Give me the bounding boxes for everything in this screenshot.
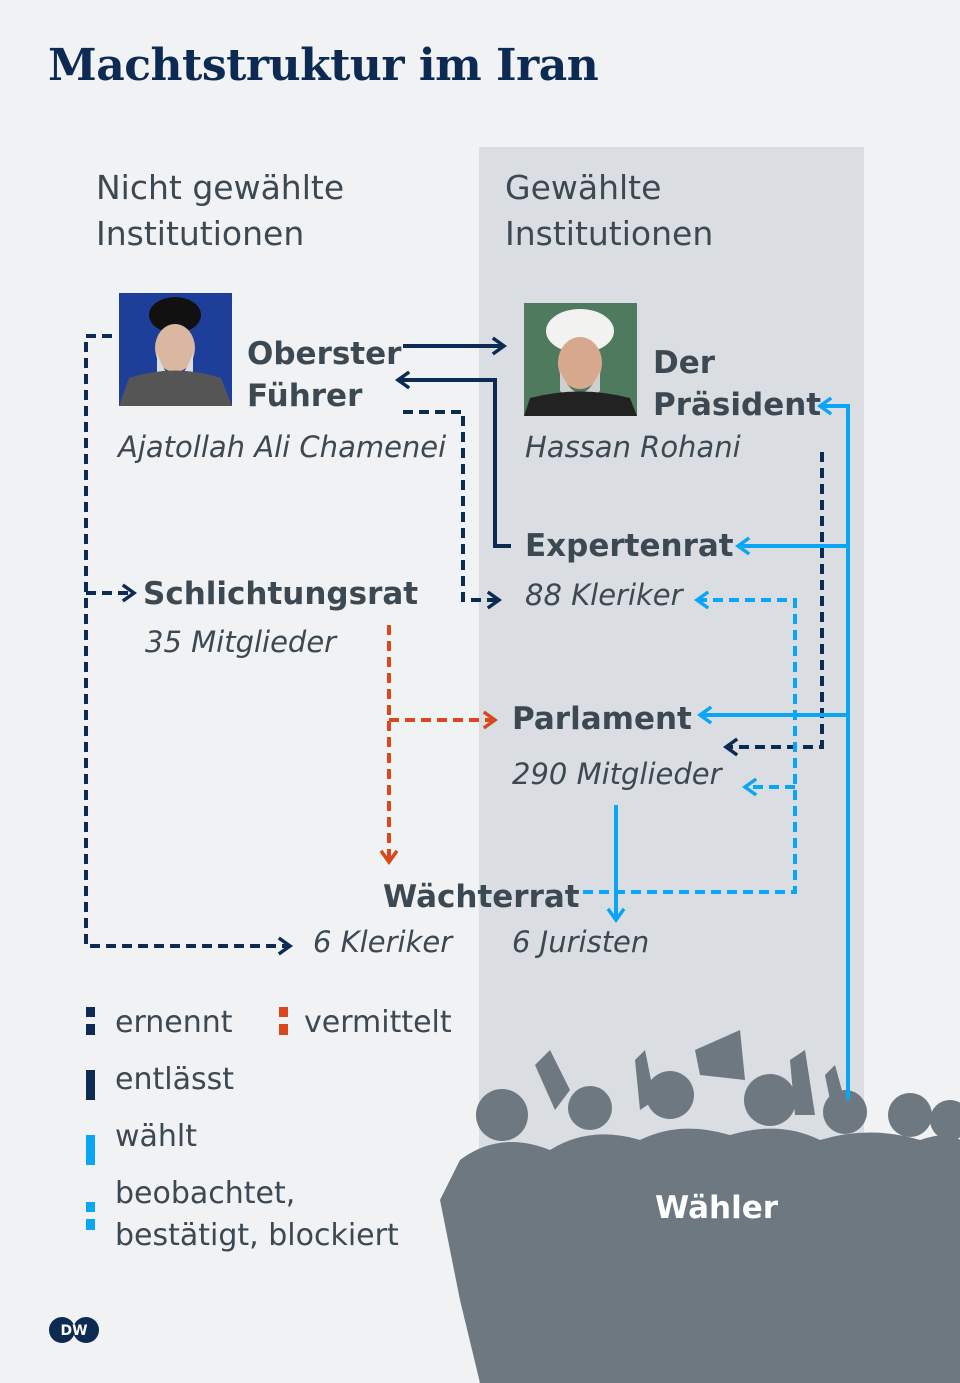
legend-label-line: beobachtet,: [115, 1176, 296, 1211]
legend-label-oversees: beobachtet, bestätigt, blockiert: [115, 1173, 399, 1257]
parliament-name: Parlament: [512, 701, 692, 737]
heading-line: Institutionen: [96, 214, 305, 253]
dw-logo-text: DW: [60, 1323, 87, 1339]
unelected-column-heading: Nicht gewählte Institutionen: [96, 165, 344, 257]
president-to-parliament-dashed-arrow: [722, 452, 824, 757]
president-title: Der: [653, 345, 716, 381]
elected-column-heading: Gewählte Institutionen: [505, 165, 713, 257]
voters-crowd-silhouette: [440, 1030, 960, 1383]
legend-label-appoints: ernennt: [115, 1005, 233, 1040]
experts-name: Expertenrat: [525, 528, 734, 564]
experts-dismisses-leader-arrow: [394, 370, 511, 548]
legend-label-line: bestätigt, blockiert: [115, 1218, 399, 1253]
president-photo: [524, 303, 637, 416]
voters-elect-president-arrow: [816, 396, 850, 1100]
leader-title: Oberster: [247, 336, 402, 372]
legend-label-elects: wählt: [115, 1119, 198, 1154]
president-node: Der Präsident: [653, 342, 821, 426]
heading-line: Gewählte: [505, 168, 662, 207]
leader-title: Führer: [247, 378, 363, 414]
legend-swatch-elects: [86, 1135, 95, 1165]
heading-line: Institutionen: [505, 214, 714, 253]
legend-swatch-oversees: [86, 1202, 95, 1230]
guardian-name: Wächterrat: [383, 879, 580, 915]
president-person: Hassan Rohani: [525, 430, 741, 464]
legend-label-dismisses: entlässt: [115, 1062, 234, 1097]
guardian-jurists: 6 Juristen: [512, 925, 650, 959]
leader-to-experts-dashed-arrow: [403, 410, 503, 610]
president-title: Präsident: [653, 387, 822, 423]
legend-label-mediates: vermittelt: [304, 1005, 452, 1040]
legend-swatch-mediates: [279, 1007, 288, 1035]
expediency-members: 35 Mitglieder: [145, 625, 337, 659]
parliament-members: 290 Mitglieder: [512, 757, 722, 791]
guardian-oversees-experts-arrow: [583, 590, 797, 894]
legend-swatch-dismisses: [86, 1070, 95, 1100]
legend-swatch-appoints: [86, 1007, 95, 1035]
heading-line: Nicht gewählte: [96, 168, 345, 207]
leader-node: Oberster Führer: [247, 333, 401, 417]
page-title: Machtstruktur im Iran: [48, 40, 599, 91]
experts-members: 88 Kleriker: [525, 578, 683, 612]
expediency-name: Schlichtungsrat: [143, 576, 419, 612]
voters-label: Wähler: [655, 1190, 779, 1226]
guardian-clerics: 6 Kleriker: [313, 925, 453, 959]
leader-person: Ajatollah Ali Chamenei: [118, 430, 447, 464]
leader-photo: [119, 293, 232, 406]
dw-logo: DW: [48, 1316, 100, 1344]
appoints-guardian-clerics-arrow: [84, 334, 294, 956]
